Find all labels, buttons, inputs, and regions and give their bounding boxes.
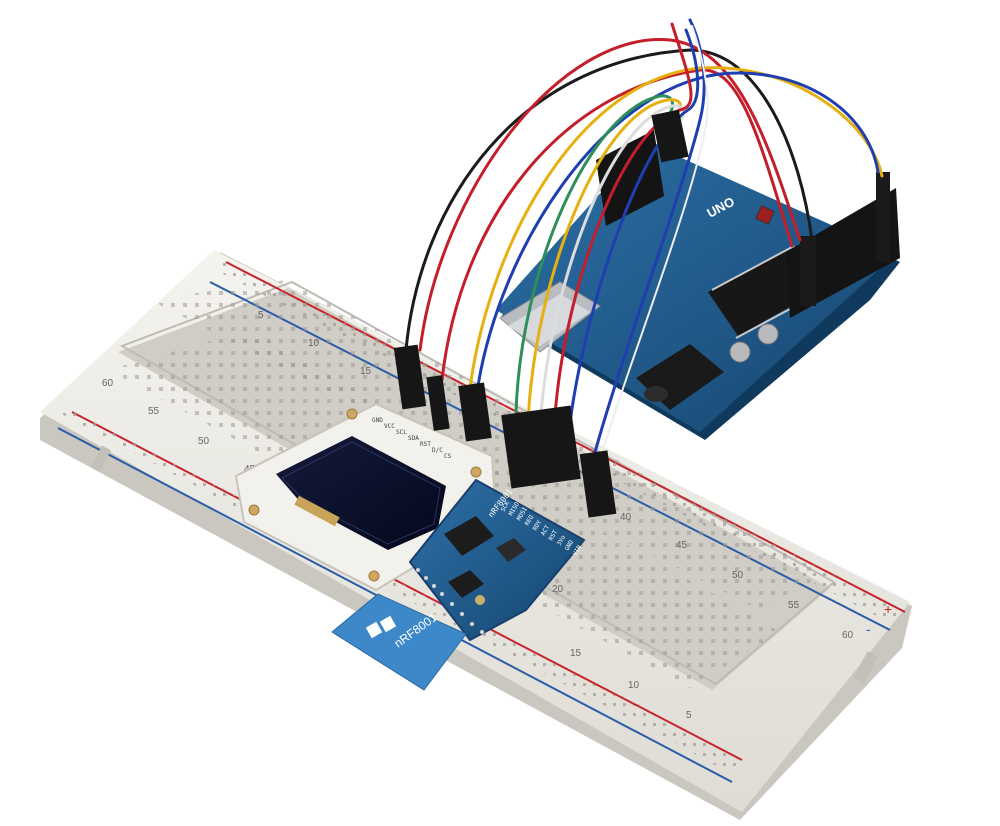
rail-plus-label: +	[884, 601, 892, 617]
nrf-pin-label: VIN	[572, 544, 584, 557]
wire-yellow	[526, 98, 682, 426]
nrf8001-module: nRF8001 nRF8001 SCK MISO MOSI REQ RDY AC…	[331, 478, 586, 691]
wire-black	[404, 48, 814, 352]
connector-housing	[426, 375, 450, 431]
nrf-pin-label: RDY	[532, 519, 544, 532]
oled-pin-label: D/C	[432, 447, 443, 454]
wire-white	[538, 104, 686, 430]
digital-header	[596, 130, 664, 226]
rail-minus-label: -	[866, 621, 871, 637]
column-numbers-top: 20 40 45 50 55 60	[552, 512, 854, 641]
nrf-pcb	[408, 478, 586, 642]
oled-pin-label: GND	[372, 417, 383, 424]
wire-red	[418, 38, 802, 352]
col-number: 10	[628, 680, 640, 691]
reset-button[interactable]	[755, 205, 775, 225]
wire-connectors	[393, 109, 689, 518]
wire-green	[514, 94, 674, 416]
nrf-pin-label: SCK	[500, 500, 512, 513]
connector-housing	[458, 382, 492, 442]
connector-housing	[651, 109, 689, 163]
col-number: 5	[258, 310, 264, 321]
nordic-logo-icon	[365, 615, 397, 639]
col-number: 55	[788, 600, 800, 611]
oled-pin-label: SDA	[408, 435, 419, 442]
wire-red	[552, 22, 693, 434]
wire-blue	[476, 71, 880, 388]
oled-screen	[276, 436, 446, 550]
oled-pin-label: RST	[420, 441, 431, 448]
col-number: 20	[552, 584, 564, 595]
oled-pin-label: VCC	[384, 423, 395, 430]
nrf-chip	[444, 516, 494, 556]
arduino-pcb	[496, 142, 896, 432]
col-number: 15	[570, 648, 582, 659]
col-number: 10	[308, 338, 320, 349]
oled-pin-label: SCL	[396, 429, 407, 436]
nrf-pin-label: GND	[564, 539, 576, 552]
col-number: 60	[102, 378, 114, 389]
connector-housing	[579, 450, 617, 518]
capacitor	[757, 323, 779, 345]
nrf-pin-label: 3Vo	[556, 534, 568, 547]
jumper-wires	[404, 18, 884, 461]
col-number: 15	[360, 366, 372, 377]
nrf-pin-label: RST	[548, 529, 560, 542]
col-number: 60	[842, 630, 854, 641]
col-number: 50	[198, 436, 210, 447]
regulator-chip	[448, 570, 484, 598]
nrf-pin-label: ACT	[540, 524, 552, 537]
col-number: 45	[676, 540, 688, 551]
col-number: 5	[686, 710, 692, 721]
wire-white	[599, 25, 709, 461]
nrf-pin-label: REQ	[524, 514, 536, 527]
oled-pin-label: CS	[444, 453, 452, 460]
connector-housing	[393, 344, 427, 410]
nrf-antenna	[331, 593, 467, 691]
col-number: 50	[732, 570, 744, 581]
capacitor	[729, 341, 751, 363]
wire-yellow	[468, 66, 884, 390]
col-number: 55	[148, 406, 160, 417]
connector-housing	[501, 405, 581, 489]
col-number: 40	[620, 512, 632, 523]
